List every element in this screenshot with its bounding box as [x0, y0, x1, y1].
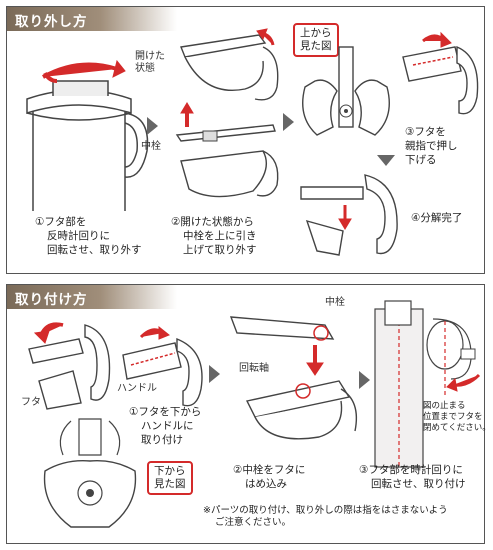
callout-bottom-view: 下から 見た図: [147, 461, 193, 495]
hands-press-illustration: [302, 46, 390, 136]
disassembled-illustration: [300, 174, 398, 256]
attach-section: 取り付け方 フタ ハンドル 中栓 回転軸: [6, 284, 491, 544]
assembled-pitcher-illustration: [374, 300, 481, 468]
label-plug-attach: 中栓: [325, 297, 345, 308]
remove-section: 取り外し方 開けた 状態 中栓 上から 見た図: [6, 6, 485, 274]
label-opened: 開けた 状態: [135, 51, 165, 74]
hand-bottom-view-illustration: [43, 418, 137, 528]
remove-step1-text: ①フタ部を 反時計回りに 回転させ、取り外す: [35, 216, 142, 256]
callout-top-view: 上から 見た図: [293, 23, 339, 57]
attach-step1-text: ①フタを下から ハンドルに 取り付け: [129, 406, 202, 446]
lid-push-illustration: [402, 31, 479, 115]
step-arrow-1: [147, 117, 158, 135]
stop-position-note: 図の止まる 位置までフタを 閉めてください。: [423, 401, 491, 433]
pitcher-rotate-illustration: [26, 59, 149, 211]
attach-step2-text: ②中栓をフタに はめ込み: [233, 464, 306, 490]
attach-arrow-1: [209, 365, 220, 383]
remove-section-header: 取り外し方: [7, 7, 177, 31]
attach-section-title: 取り付け方: [15, 292, 88, 308]
lid-handle-illustration: [28, 322, 203, 410]
remove-step4-text: ④分解完了: [411, 212, 463, 224]
label-plug-remove: 中栓: [141, 141, 161, 152]
label-shaft: 回転軸: [239, 363, 269, 374]
attach-arrow-2: [359, 371, 370, 389]
step-arrow-2: [283, 113, 294, 131]
label-lid: フタ: [21, 397, 41, 408]
remove-step2-text: ②開けた状態から 中栓を上に引き 上げて取り外す: [171, 216, 257, 256]
opened-lid-illustration: [180, 28, 279, 101]
attach-step3-text: ③フタ部を時計回りに 回転させ、取り付け: [359, 464, 466, 490]
plug-insert-illustration: [229, 316, 358, 440]
plug-pull-illustration: [175, 102, 279, 198]
remove-step3-text: ③フタを 親指で押し 下げる: [405, 126, 458, 166]
attach-section-header: 取り付け方: [7, 285, 177, 309]
label-handle: ハンドル: [117, 383, 157, 394]
remove-section-title: 取り外し方: [15, 14, 88, 30]
caution-text: ※パーツの取り付け、取り外しの際は指をはさまないよう ご注意ください。: [203, 505, 448, 528]
step-arrow-3: [377, 155, 395, 166]
